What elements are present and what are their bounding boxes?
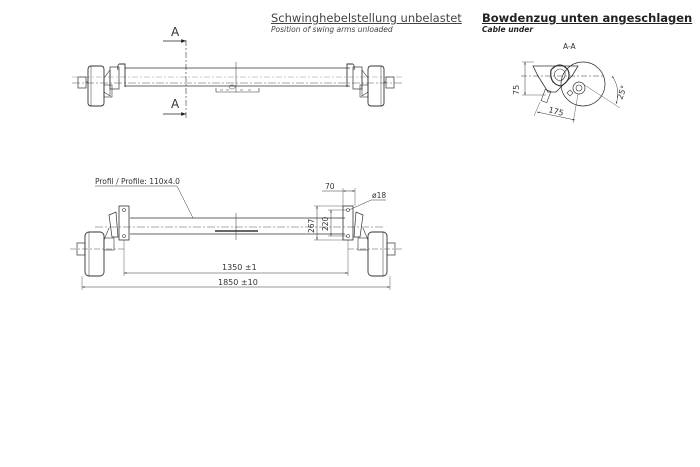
swing-arm-subtitle: Position of swing arms unloaded: [271, 25, 393, 34]
top-view: [72, 39, 402, 118]
dim-1850: 1850 ±10: [218, 278, 258, 287]
section-marker-top: A: [171, 25, 180, 39]
dim-hole-18: ø18: [372, 191, 386, 200]
section-label: A-A: [563, 42, 577, 51]
cable-subtitle: Cable under: [482, 25, 534, 34]
section-marker-bottom: A: [171, 97, 180, 111]
cable-title: Bowdenzug unten angeschlagen: [482, 11, 693, 25]
dim-175: 175: [547, 105, 564, 118]
dim-70: 70: [325, 182, 335, 191]
swing-arm-title: Schwinghebelstellung unbelastet: [271, 11, 462, 25]
section-view: [521, 61, 621, 124]
dim-75: 75: [512, 85, 521, 95]
dim-220: 220: [321, 216, 330, 231]
profile-label: Profil / Profile: 110x4.0: [95, 177, 180, 186]
dim-267: 267: [307, 218, 316, 233]
front-view: [70, 185, 402, 290]
dim-1350: 1350 ±1: [222, 263, 257, 272]
